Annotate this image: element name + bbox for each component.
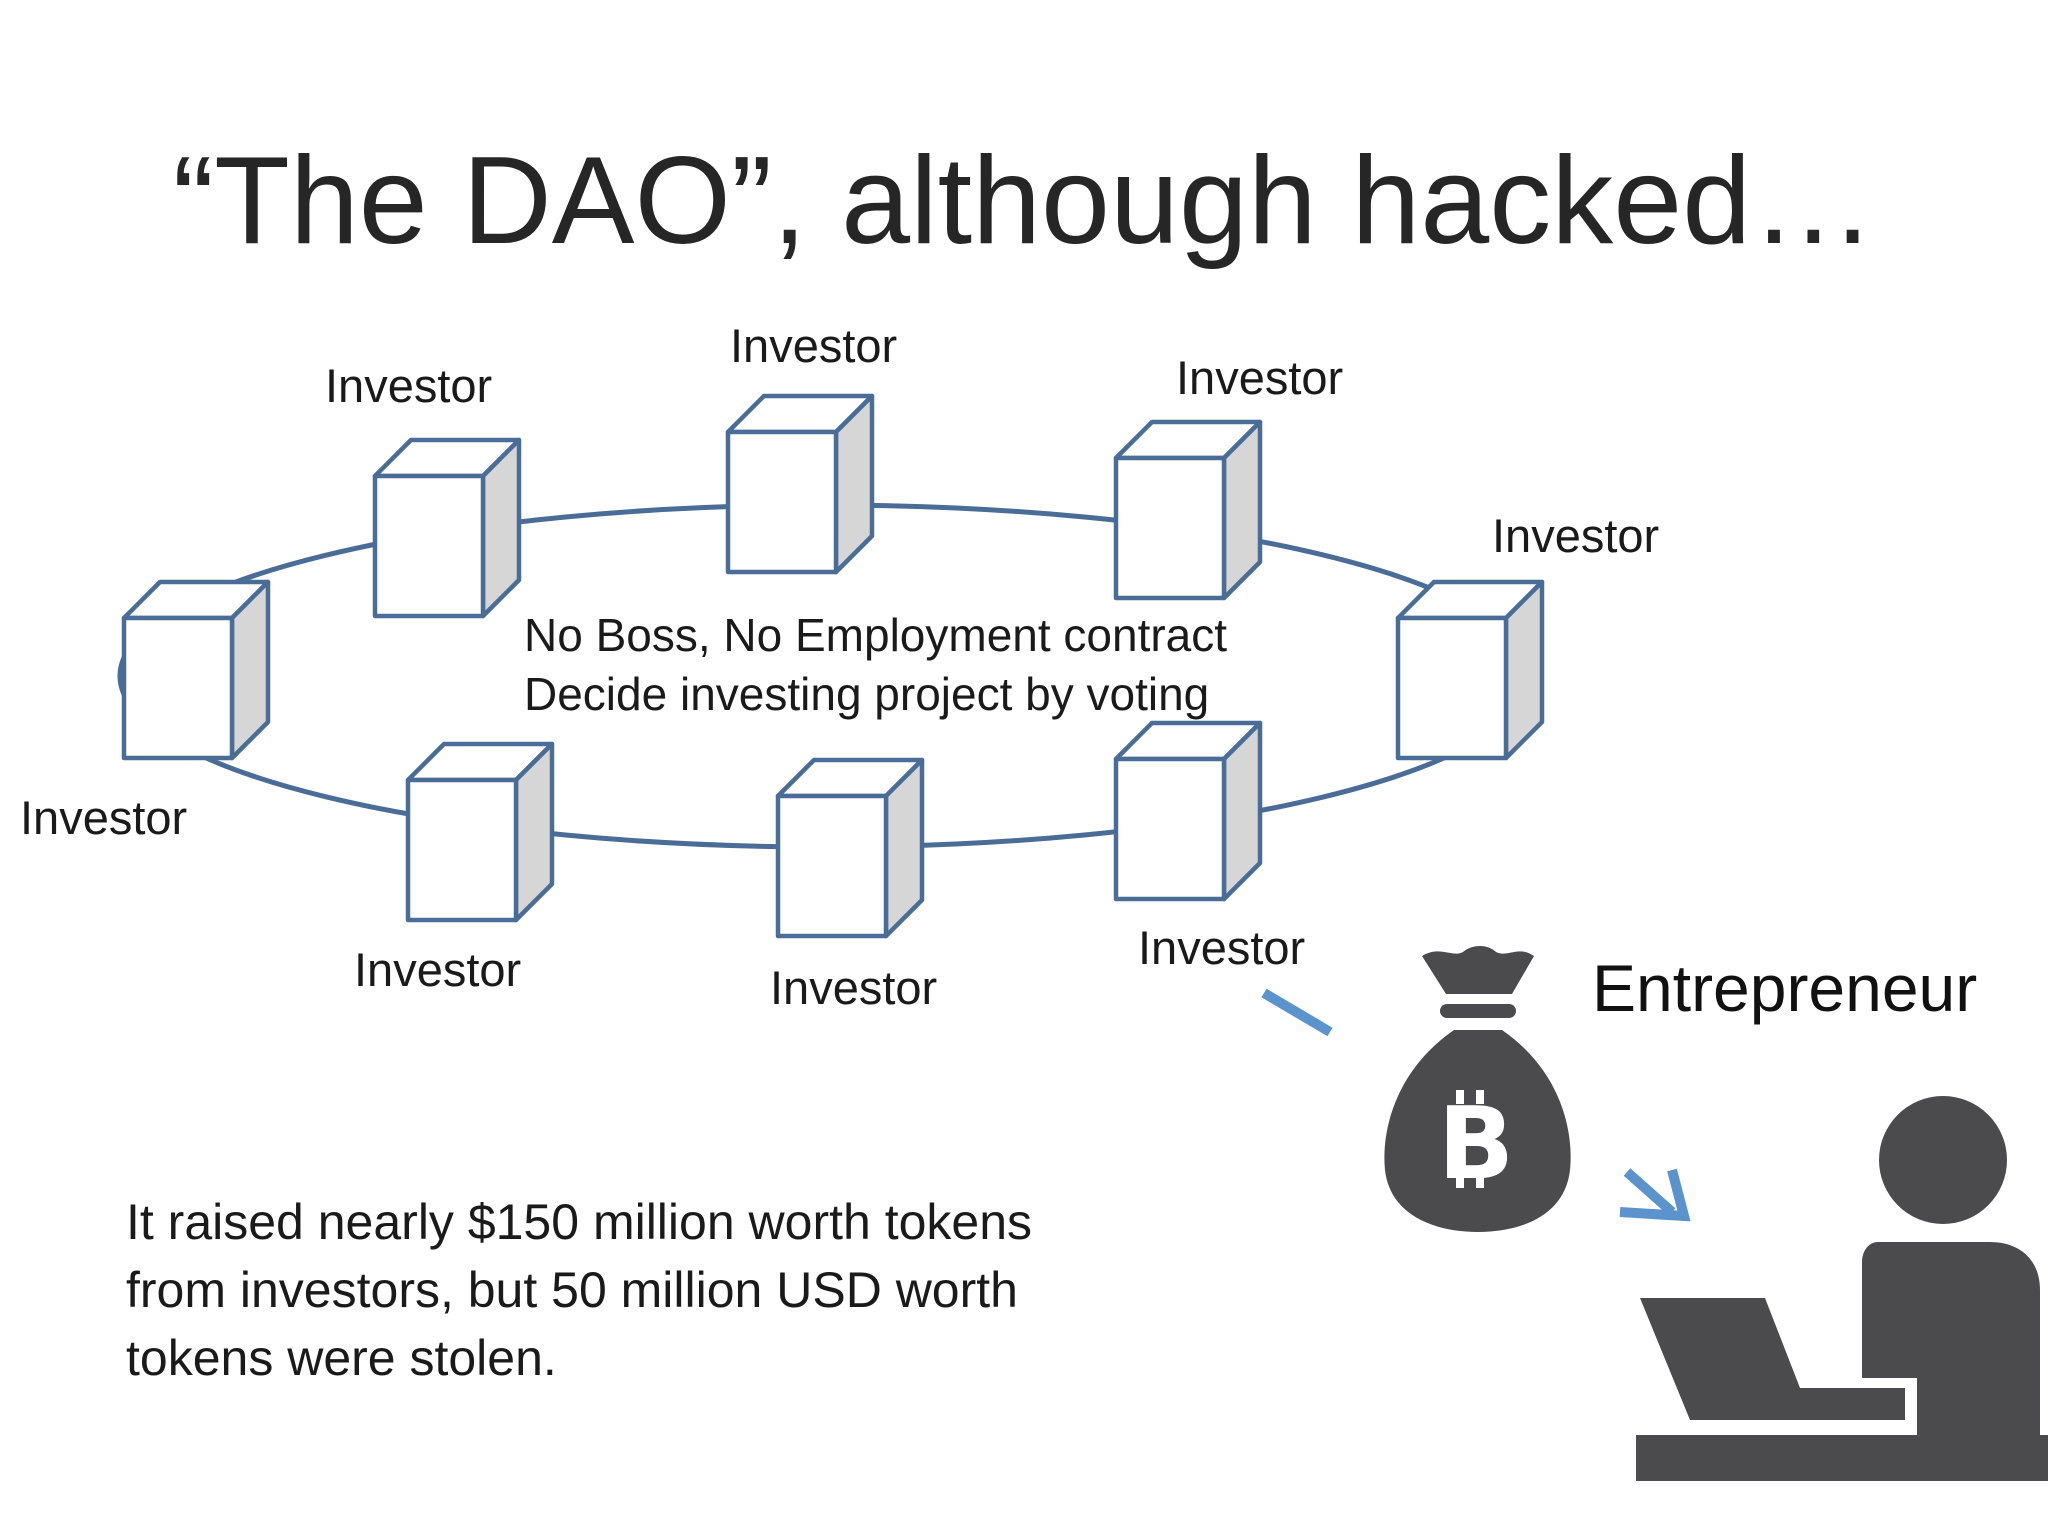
page-title: “The DAO”, although hacked… — [172, 132, 1876, 270]
investor-label: Investor — [770, 961, 938, 1014]
investor-cube-icon — [1395, 579, 1545, 761]
investor-nodes — [121, 393, 1545, 939]
investor-label: Investor — [1176, 351, 1344, 404]
investor-cube-icon — [775, 757, 925, 939]
investor-cube-icon — [1113, 419, 1263, 601]
investor-cube-icon — [1113, 720, 1263, 902]
center-text: No Boss, No Employment contract Decide i… — [524, 606, 1227, 724]
investor-label: Investor — [20, 791, 188, 844]
investor-cube-icon — [372, 437, 522, 619]
arrow-to-entrepreneur-icon — [1619, 1168, 1691, 1222]
investor-cube-icon — [405, 741, 555, 923]
investor-label: Investor — [354, 943, 522, 996]
investor-label: Investor — [730, 319, 898, 372]
note-line: It raised nearly $150 million worth toke… — [126, 1194, 1033, 1250]
money-bag-icon: B — [1384, 946, 1571, 1232]
center-line: No Boss, No Employment contract — [524, 609, 1228, 661]
arrow-to-bag-icon — [1261, 988, 1333, 1037]
note-line: from investors, but 50 million USD worth — [126, 1262, 1018, 1318]
investor-cube-icon — [121, 579, 271, 761]
summary-note: It raised nearly $150 million worth toke… — [126, 1188, 1032, 1392]
investor-label: Investor — [1492, 509, 1660, 562]
investor-label: Investor — [325, 359, 493, 412]
investor-cube-icon — [725, 393, 875, 575]
investor-label: Investor — [1138, 921, 1306, 974]
entrepreneur-label: Entrepreneur — [1592, 951, 1978, 1025]
center-line: Decide investing project by voting — [524, 668, 1210, 720]
note-line: tokens were stolen. — [126, 1330, 557, 1386]
person-at-laptop-icon — [1636, 1096, 2048, 1481]
